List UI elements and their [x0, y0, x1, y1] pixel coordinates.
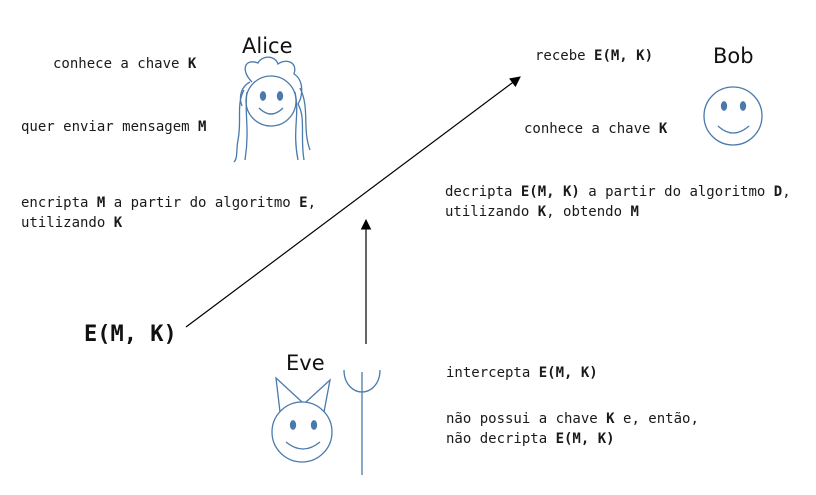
alice-knows-key: conhece a chave K [53, 56, 197, 72]
bob-receives: recebe E(M, K) [535, 48, 654, 64]
alice-figure [233, 56, 311, 163]
eve-intercepts: intercepta E(M, K) [446, 365, 598, 381]
eve-no-key-line2: não decripta E(M, K) [446, 431, 615, 447]
message-arrow [185, 76, 521, 328]
eve-name: Eve [286, 351, 325, 375]
eve-figure [271, 376, 333, 463]
alice-encrypt-line1: encripta M a partir do algoritmo E, [21, 195, 317, 211]
alice-wants-send: quer enviar mensagem M [21, 119, 207, 135]
message-label: E(M, K) [84, 322, 177, 347]
bob-decrypt-line2: utilizando K, obtendo M [445, 204, 639, 220]
bob-knows-key: conhece a chave K [524, 121, 668, 137]
alice-name: Alice [242, 34, 293, 58]
eve-no-key-line1: não possui a chave K e, então, [446, 411, 699, 427]
alice-encrypt-line2: utilizando K [21, 215, 123, 231]
bob-figure [703, 86, 763, 146]
bob-name: Bob [713, 44, 754, 68]
bob-decrypt-line1: decripta E(M, K) a partir do algoritmo D… [445, 184, 791, 200]
trident-icon [343, 369, 381, 475]
